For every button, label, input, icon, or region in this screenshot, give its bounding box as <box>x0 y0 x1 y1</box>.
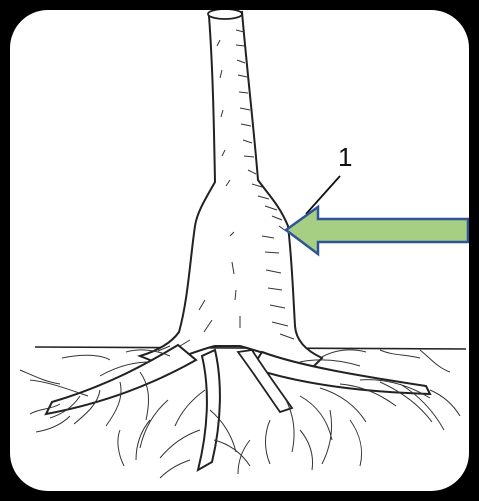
root-center <box>198 350 220 470</box>
root-left <box>46 345 196 414</box>
green-arrow <box>286 207 468 254</box>
callout-leader-line <box>306 176 340 214</box>
callout-label-1: 1 <box>338 142 352 172</box>
plant-diagram: 1 <box>10 10 469 491</box>
stem-top <box>208 10 242 19</box>
rootlets <box>20 350 460 478</box>
illustration-card: 1 <box>10 10 469 491</box>
stem <box>140 12 322 368</box>
